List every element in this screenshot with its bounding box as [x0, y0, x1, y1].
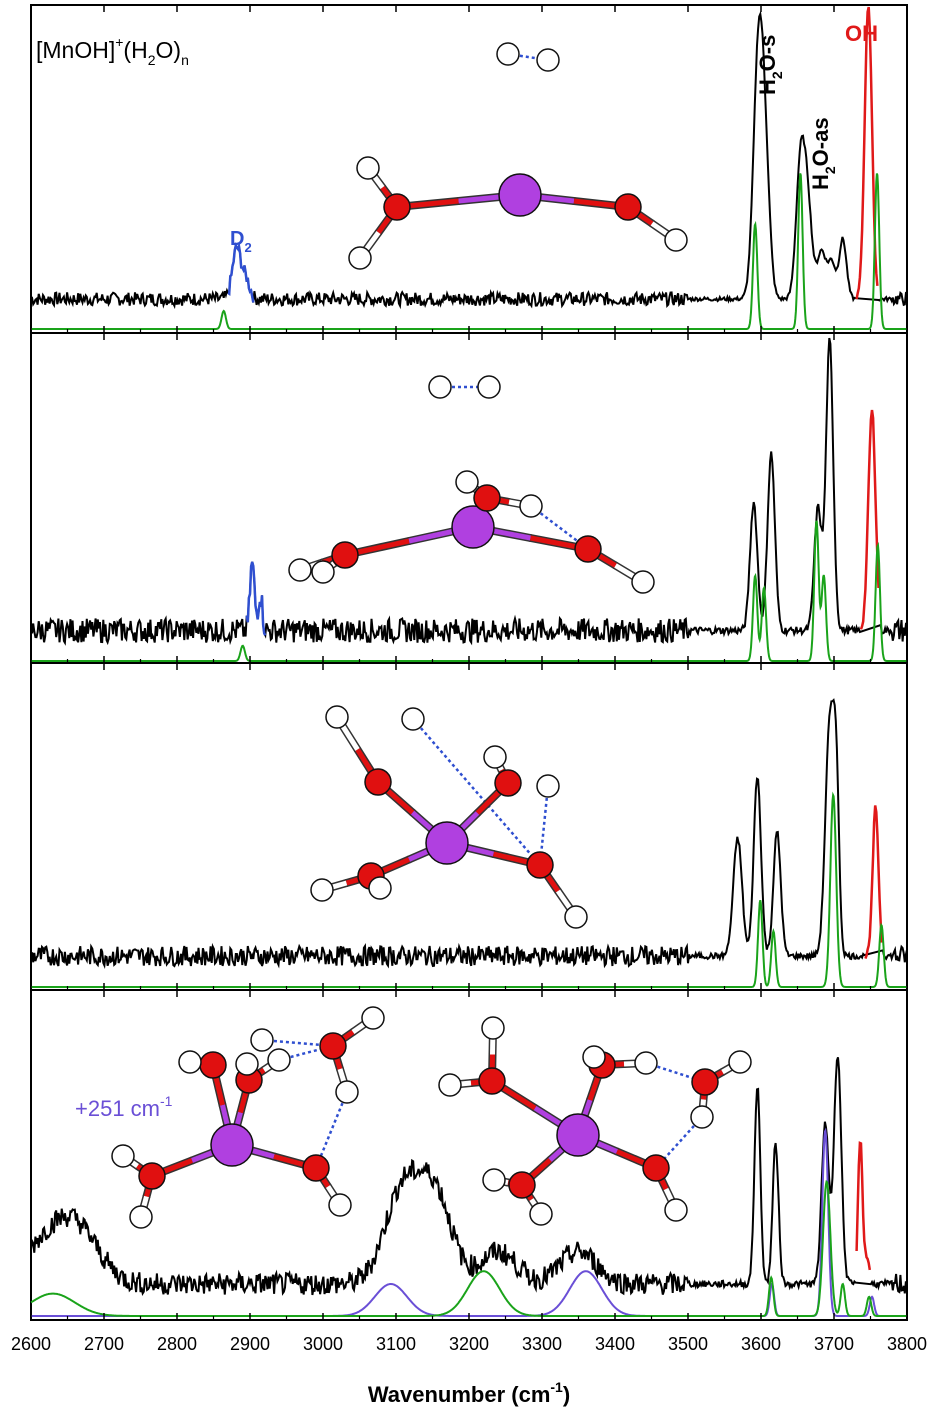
oxygen-atom	[383, 193, 411, 221]
hydrogen-atom	[267, 1048, 291, 1072]
oxygen-atom	[473, 484, 501, 512]
oxygen-atom	[691, 1068, 719, 1096]
x-tick-label: 3100	[376, 1334, 416, 1354]
oxygen-atom	[364, 768, 392, 796]
hydrogen-atom	[536, 774, 560, 798]
hydrogen-atom	[311, 560, 335, 584]
x-axis-label: Wavenumber (cm-1)	[368, 1379, 570, 1407]
oxygen-atom	[526, 851, 554, 879]
hydrogen-bond	[412, 718, 541, 866]
hydrogen-atom	[325, 705, 349, 729]
hydrogen-atom	[235, 1052, 259, 1076]
hydrogen-atom	[455, 470, 479, 494]
hydrogen-atom	[564, 905, 588, 929]
label-oh: OH	[845, 21, 878, 46]
hydrogen-atom	[690, 1105, 714, 1129]
experimental-spectrum	[30, 1056, 908, 1297]
hydrogen-atom	[496, 42, 520, 66]
hydrogen-atom	[529, 1202, 553, 1226]
hydrogen-atom	[288, 558, 312, 582]
molecule-structures	[111, 42, 752, 1229]
hydrogen-atom	[438, 1073, 462, 1097]
oh-band-trace	[855, 6, 879, 300]
oxygen-atom	[331, 541, 359, 569]
experimental-spectrum	[30, 337, 908, 646]
oxygen-atom	[478, 1067, 506, 1095]
panel-frame	[30, 332, 908, 664]
oxygen-atom	[574, 535, 602, 563]
hydrogen-atom	[481, 1016, 505, 1040]
x-tick-label: 2600	[11, 1334, 51, 1354]
calculated-spectrum-green	[30, 1179, 907, 1317]
x-tick-label: 3500	[668, 1334, 708, 1354]
hydrogen-atom	[477, 375, 501, 399]
hydrogen-atom	[634, 1051, 658, 1075]
x-tick-label: 3700	[814, 1334, 854, 1354]
hydrogen-atom	[728, 1050, 752, 1074]
hydrogen-atom	[178, 1050, 202, 1074]
x-tick-label: 2700	[84, 1334, 124, 1354]
x-tick-label: 3600	[741, 1334, 781, 1354]
experimental-spectrum	[30, 10, 908, 310]
x-axis-ticks: 2600 2700 2800 2900 3000 3100 3200 3300 3400 3500…	[11, 5, 927, 1354]
oh-band-trace	[864, 805, 884, 960]
x-tick-label: 3200	[449, 1334, 489, 1354]
x-tick-label: 2900	[230, 1334, 270, 1354]
mn-atom	[556, 1113, 600, 1157]
label-d2: D2	[230, 228, 252, 255]
oxygen-atom	[508, 1171, 536, 1199]
d2-band-trace	[227, 241, 255, 303]
hydrogen-atom	[129, 1205, 153, 1229]
hydrogen-atom	[519, 494, 543, 518]
x-tick-label: 3000	[303, 1334, 343, 1354]
oh-band-trace	[855, 1141, 872, 1271]
hydrogen-bond	[645, 1061, 706, 1084]
hydrogen-atom	[428, 375, 452, 399]
oxygen-atom	[319, 1032, 347, 1060]
hydrogen-atom	[582, 1045, 606, 1069]
hydrogen-atom	[361, 1006, 385, 1030]
hydrogen-atom	[111, 1144, 135, 1168]
x-tick-label: 3800	[887, 1334, 927, 1354]
oxygen-atom	[614, 193, 642, 221]
oxygen-atom	[494, 769, 522, 797]
d2-band-trace	[245, 561, 267, 636]
mn-atom	[498, 173, 542, 217]
mn-atom	[425, 821, 469, 865]
x-tick-label: 3300	[522, 1334, 562, 1354]
hydrogen-atom	[631, 570, 655, 594]
oxygen-atom	[642, 1154, 670, 1182]
hydrogen-atom	[310, 878, 334, 902]
hydrogen-atom	[348, 246, 372, 270]
oxygen-atom	[199, 1051, 227, 1079]
x-tick-label: 2800	[157, 1334, 197, 1354]
hydrogen-atom	[335, 1080, 359, 1104]
hydrogen-atom	[664, 1198, 688, 1222]
x-tick-label: 3400	[595, 1334, 635, 1354]
mn-atom	[210, 1123, 254, 1167]
hydrogen-atom	[536, 48, 560, 72]
figure-title: [MnOH]+(H2O)n	[36, 34, 189, 68]
hydrogen-atom	[250, 1028, 274, 1052]
label-h2o-s: H2O-s	[755, 35, 785, 95]
oh-band-trace	[859, 409, 880, 630]
hydrogen-atom	[328, 1193, 352, 1217]
mn-atom	[451, 505, 495, 549]
oxygen-atom	[302, 1154, 330, 1182]
hydrogen-atom	[368, 876, 392, 900]
label-shift: +251 cm-1	[75, 1093, 173, 1121]
experimental-spectrum	[30, 698, 908, 970]
hydrogen-atom	[482, 1168, 506, 1192]
label-h2o-as: H2O-as	[808, 117, 838, 190]
oxygen-atom	[138, 1162, 166, 1190]
hydrogen-atom	[664, 228, 688, 252]
hydrogen-atom	[356, 156, 380, 180]
hydrogen-atom	[483, 745, 507, 769]
hydrogen-atom	[401, 707, 425, 731]
